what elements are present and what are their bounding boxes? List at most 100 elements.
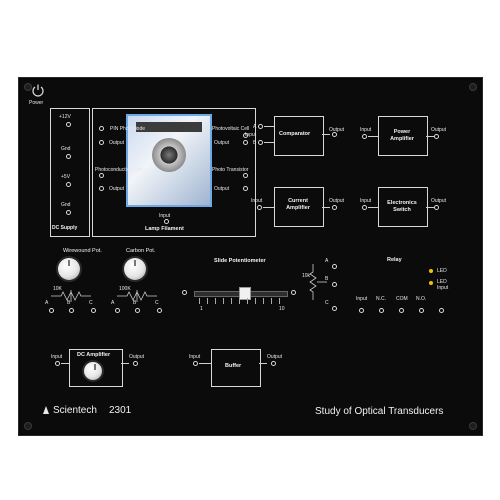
dc-gnd-jack-1[interactable] bbox=[66, 154, 71, 159]
comparator-input-label: Input bbox=[245, 132, 257, 138]
wire bbox=[264, 126, 274, 127]
current-amp-input-label: Input bbox=[251, 198, 263, 204]
slide-pin-a-jack[interactable] bbox=[332, 264, 337, 269]
power-button[interactable] bbox=[31, 83, 45, 97]
dc-label-gnd-1: Gnd bbox=[61, 146, 71, 152]
screw bbox=[469, 422, 477, 430]
photovoltaic-output-jack[interactable] bbox=[243, 140, 248, 145]
dc-5v-jack[interactable] bbox=[66, 182, 71, 187]
electronics-switch-title: Electronics Switch bbox=[387, 200, 417, 213]
relay-input-jack[interactable] bbox=[359, 308, 364, 313]
carbon-pin-b-label: B bbox=[133, 300, 137, 306]
dc-12v-jack[interactable] bbox=[66, 122, 71, 127]
slide-pin-c-jack[interactable] bbox=[332, 306, 337, 311]
slide-pin-c-label: C bbox=[325, 300, 329, 306]
photovoltaic-output-label: Output bbox=[214, 140, 230, 146]
pin-output-label: Output bbox=[109, 140, 125, 146]
relay-led-input-indicator bbox=[429, 281, 433, 285]
relay-no-jack[interactable] bbox=[419, 308, 424, 313]
carbon-pin-a-jack[interactable] bbox=[115, 308, 120, 313]
switch-input-jack[interactable] bbox=[362, 205, 367, 210]
relay-led-input-label: LED Input bbox=[437, 279, 449, 291]
pin-output-jack[interactable] bbox=[99, 140, 104, 145]
relay-com-jack[interactable] bbox=[399, 308, 404, 313]
current-amp-output-label: Output bbox=[329, 198, 345, 204]
photovoltaic-label: Photovoltaic Cell bbox=[212, 126, 250, 132]
wire bbox=[426, 207, 434, 208]
power-amp-input-jack[interactable] bbox=[362, 134, 367, 139]
slide-resistor-icon bbox=[309, 264, 327, 300]
relay-led-indicator bbox=[429, 269, 433, 273]
wirewound-pin-c-label: C bbox=[89, 300, 93, 306]
brand-name: Scientech bbox=[53, 405, 97, 416]
relay-com-label: COM bbox=[396, 296, 408, 302]
comparator-a-jack[interactable] bbox=[258, 124, 263, 129]
wire bbox=[322, 134, 330, 135]
dc-amp-output-label: Output bbox=[129, 354, 145, 360]
photo-transistor-jack[interactable] bbox=[243, 173, 248, 178]
relay-led-label: LED bbox=[437, 268, 447, 274]
pin-photodiode-jack[interactable] bbox=[99, 126, 104, 131]
photoconductive-jack[interactable] bbox=[99, 173, 104, 178]
wirewound-pin-c-jack[interactable] bbox=[91, 308, 96, 313]
current-amplifier-title: Current Amplifier bbox=[286, 198, 310, 211]
wirewound-pin-b-jack[interactable] bbox=[69, 308, 74, 313]
current-amp-output-jack[interactable] bbox=[332, 205, 337, 210]
wirewound-value: 10K bbox=[53, 286, 62, 292]
lamp-filament-icon bbox=[152, 138, 186, 172]
model-number: 2301 bbox=[109, 405, 132, 416]
wire bbox=[61, 363, 69, 364]
carbon-title: Carbon Pot. bbox=[126, 248, 156, 254]
scientech-logo-icon bbox=[43, 406, 49, 414]
power-icon bbox=[32, 84, 44, 97]
wire bbox=[368, 207, 378, 208]
wire bbox=[368, 136, 378, 137]
buffer-input-label: Input bbox=[189, 354, 201, 360]
dc-supply-block bbox=[50, 108, 90, 237]
carbon-pin-b-jack[interactable] bbox=[135, 308, 140, 313]
switch-output-jack[interactable] bbox=[434, 205, 439, 210]
wirewound-knob[interactable] bbox=[58, 258, 80, 280]
photoconductive-output-jack[interactable] bbox=[99, 186, 104, 191]
relay-led-input-jack[interactable] bbox=[439, 308, 444, 313]
lamp-title: Lamp Filament bbox=[145, 226, 184, 232]
comparator-block bbox=[274, 116, 324, 156]
dc-label-5v: +5V bbox=[61, 174, 71, 180]
power-amp-output-jack[interactable] bbox=[434, 134, 439, 139]
comparator-title: Comparator bbox=[279, 131, 311, 137]
switch-output-label: Output bbox=[431, 198, 447, 204]
photoconductive-output-label: Output bbox=[109, 186, 125, 192]
wirewound-pin-a-jack[interactable] bbox=[49, 308, 54, 313]
relay-title: Relay bbox=[387, 257, 402, 263]
dc-label-12v: +12V bbox=[59, 114, 71, 120]
comparator-output-jack[interactable] bbox=[332, 132, 337, 137]
lamp-input-jack[interactable] bbox=[164, 219, 169, 224]
power-label: Power bbox=[29, 100, 44, 106]
dc-amplifier-knob[interactable] bbox=[84, 362, 102, 380]
slide-pin-b-jack[interactable] bbox=[332, 282, 337, 287]
dc-gnd-jack-2[interactable] bbox=[66, 210, 71, 215]
comparator-b-jack[interactable] bbox=[258, 140, 263, 145]
carbon-pin-c-jack[interactable] bbox=[157, 308, 162, 313]
dc-label-gnd-2: Gnd bbox=[61, 202, 71, 208]
screw bbox=[24, 83, 32, 91]
carbon-knob[interactable] bbox=[124, 258, 146, 280]
buffer-output-jack[interactable] bbox=[271, 361, 276, 366]
current-amp-input-jack[interactable] bbox=[257, 205, 262, 210]
photovoltaic-jack[interactable] bbox=[243, 133, 248, 138]
photo-transistor-label: Photo Transistor bbox=[212, 167, 249, 173]
lamp-bracket bbox=[136, 122, 202, 132]
dc-amp-output-jack[interactable] bbox=[133, 361, 138, 366]
slide-pin-a-label: A bbox=[325, 258, 329, 264]
relay-nc-jack[interactable] bbox=[379, 308, 384, 313]
wirewound-pin-a-label: A bbox=[45, 300, 49, 306]
wire bbox=[199, 363, 211, 364]
carbon-resistor-icon bbox=[117, 290, 157, 302]
switch-input-label: Input bbox=[360, 198, 372, 204]
buffer-block bbox=[211, 349, 261, 387]
wirewound-resistor-icon bbox=[51, 290, 91, 302]
buffer-input-jack[interactable] bbox=[193, 361, 198, 366]
wirewound-title: Wirewound Pot. bbox=[63, 248, 102, 254]
photo-transistor-output-jack[interactable] bbox=[243, 186, 248, 191]
dc-amp-input-jack[interactable] bbox=[55, 361, 60, 366]
